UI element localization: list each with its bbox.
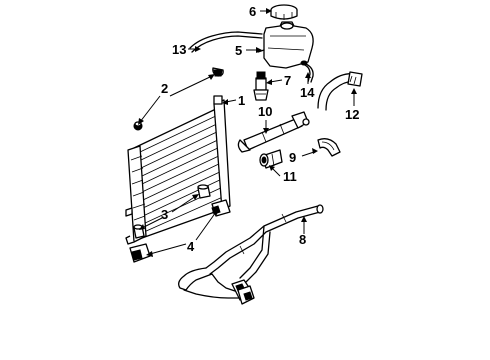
sensor-fitting [253,71,269,101]
callout-14: 14 [300,85,315,100]
callout-6: 6 [249,4,256,19]
callout-5: 5 [235,43,242,58]
callout-1: 1 [238,93,245,108]
callout-2: 2 [161,81,168,96]
callout-8: 8 [299,232,306,247]
callout-7: 7 [284,73,291,88]
callout-4: 4 [187,239,195,254]
drain-plug [133,121,143,131]
elbow-hose [317,138,341,157]
callout-11: 11 [283,169,297,184]
coolant-reservoir [257,21,314,69]
callout-9: 9 [289,150,296,165]
overflow-hose [189,31,263,77]
thermostat-housing [259,149,283,169]
coolant-tube [237,111,310,153]
callout-3: 3 [161,207,168,222]
radiator-mount [133,184,211,239]
radiator [125,95,231,245]
hose-clip [300,60,314,83]
callout-13: 13 [172,42,186,57]
callout-10: 10 [258,104,272,119]
upper-radiator-hose [317,71,363,111]
callout-12: 12 [345,107,359,122]
lower-hose-assembly [178,204,324,305]
reservoir-cap [270,4,298,20]
